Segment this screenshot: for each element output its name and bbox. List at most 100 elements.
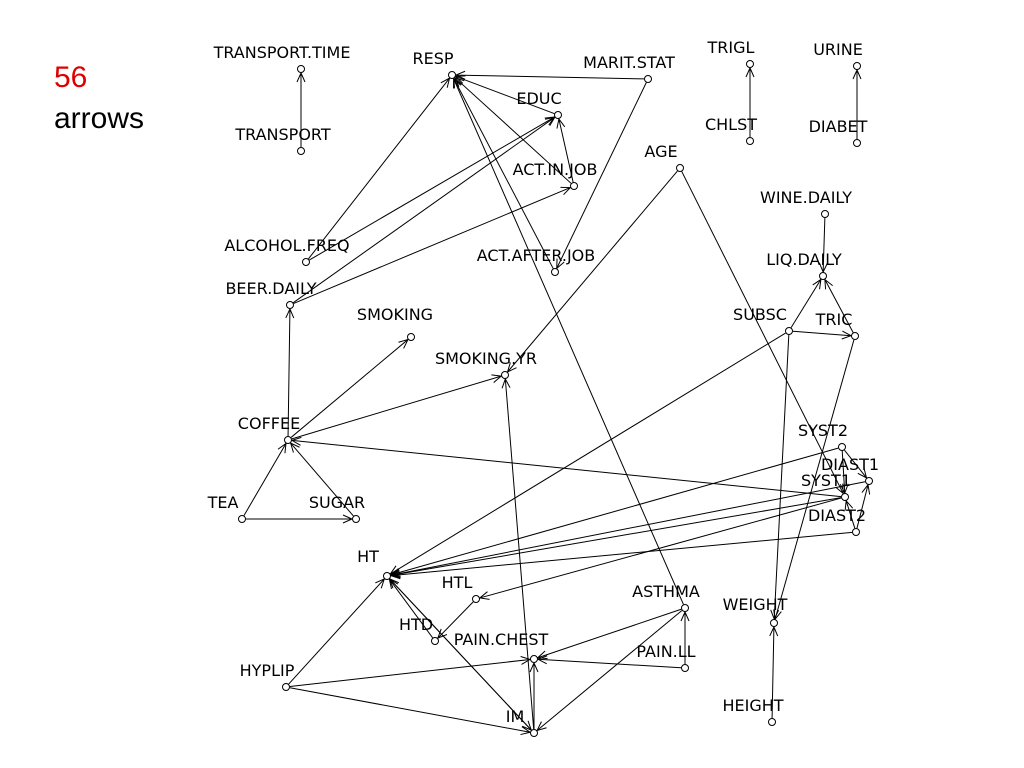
node-alcohol-freq [302, 258, 310, 266]
edge-line [537, 658, 682, 669]
edge-hyplip-to-im [289, 687, 532, 736]
node-label-pain-ll: PAIN.LL [636, 642, 695, 661]
edge-coffee-to-smoking [290, 338, 409, 438]
node-label-ht: HT [357, 547, 379, 566]
edge-line [292, 116, 556, 304]
edge-line [390, 531, 853, 577]
arrowhead [520, 726, 532, 736]
node-label-wine-daily: WINE.DAILY [760, 188, 852, 207]
arrowhead [285, 307, 295, 319]
node-label-htd: HTD [399, 615, 433, 634]
node-beer-daily [286, 301, 294, 309]
node-label-educ: EDUC [516, 89, 561, 108]
edge-line [293, 187, 571, 304]
arrowhead [861, 483, 871, 495]
arrow-count: 56 [54, 61, 88, 94]
edge-line [289, 658, 531, 688]
arrow-count-caption: arrows [54, 102, 145, 135]
node-label-height: HEIGHT [722, 696, 783, 715]
edge-im-to-smoking-yr [501, 377, 535, 730]
node-pain-chest [530, 655, 538, 663]
node-chlst [746, 137, 754, 145]
arrowhead [818, 262, 828, 274]
node-wine-daily [821, 210, 829, 218]
edge-line [291, 375, 502, 440]
arrowhead [277, 442, 287, 454]
node-diabet [853, 139, 861, 147]
node-coffee [284, 436, 292, 444]
node-label-asthma: ASTHMA [632, 582, 700, 601]
edge-alcohol-freq-to-resp [308, 77, 451, 260]
edge-marit-stat-to-resp [454, 70, 645, 80]
edge-line [537, 608, 682, 659]
edge-line [822, 217, 826, 273]
arrowhead [841, 330, 853, 340]
edge-line [390, 447, 839, 576]
edge-line [771, 626, 775, 719]
node-label-marit-stat: MARIT.STAT [583, 53, 675, 72]
node-smoking [407, 333, 415, 341]
edge-line [844, 449, 867, 479]
node-sugar [352, 515, 360, 523]
edge-line [790, 279, 822, 328]
arrowhead [440, 77, 451, 88]
node-height [768, 718, 776, 726]
node-label-urine: URINE [813, 40, 863, 59]
node-urine [853, 62, 861, 70]
node-act-after-job [551, 268, 559, 276]
node-htl [472, 595, 480, 603]
arrowhead [857, 468, 868, 479]
node-label-chlst: CHLST [705, 115, 757, 134]
edge-line [845, 500, 856, 529]
node-label-sugar: SUGAR [309, 493, 365, 512]
node-act-in-job [570, 182, 578, 190]
edge-line [291, 439, 842, 498]
edge-hyplip-to-ht [288, 578, 386, 685]
edge-line [824, 279, 854, 333]
arrowhead [824, 278, 833, 290]
edge-height-to-weight [769, 625, 779, 719]
node-label-hyplip: HYPLIP [240, 661, 295, 680]
edge-subsc-to-weight [770, 334, 790, 621]
edges-layer [243, 66, 871, 736]
edge-line [289, 687, 531, 733]
edge-line [556, 82, 647, 269]
arrowhead [454, 70, 466, 80]
edge-line [390, 332, 786, 575]
node-label-diast2: DIAST2 [808, 506, 866, 525]
node-asthma [681, 604, 689, 612]
edge-asthma-to-resp [453, 77, 684, 605]
node-label-act-after-job: ACT.AFTER.JOB [477, 246, 595, 265]
node-label-trigl: TRIGL [707, 38, 755, 57]
node-label-diast1: DIAST1 [821, 455, 879, 474]
node-subsc [785, 327, 793, 335]
edge-line [454, 77, 572, 184]
edge-line [243, 443, 287, 516]
edge-diast2-to-diast1 [856, 483, 871, 529]
edge-wine-daily-to-liq-daily [818, 217, 828, 274]
edge-coffee-to-beer-daily [285, 307, 295, 437]
edge-hyplip-to-pain-chest [289, 656, 532, 688]
arrowhead [536, 655, 548, 665]
edge-line [507, 170, 678, 373]
nodes-layer [238, 60, 873, 737]
node-label-coffee: COFFEE [238, 414, 300, 433]
node-tea [238, 515, 246, 523]
edge-line [856, 484, 869, 529]
node-htd [431, 637, 439, 645]
node-label-act-in-job: ACT.IN.JOB [513, 160, 598, 179]
node-label-beer-daily: BEER.DAILY [225, 279, 316, 298]
edge-line [437, 601, 474, 639]
node-tric [851, 332, 859, 340]
edge-line [388, 578, 434, 639]
arrowhead [506, 362, 517, 373]
edge-line [390, 481, 866, 576]
node-diast2 [852, 528, 860, 536]
node-label-smoking: SMOKING [357, 305, 433, 324]
edge-line [504, 378, 535, 730]
edge-subsc-to-tric [792, 330, 853, 340]
node-liq-daily [819, 272, 827, 280]
node-label-alcohol-freq: ALCOHOL.FREQ [224, 236, 349, 255]
